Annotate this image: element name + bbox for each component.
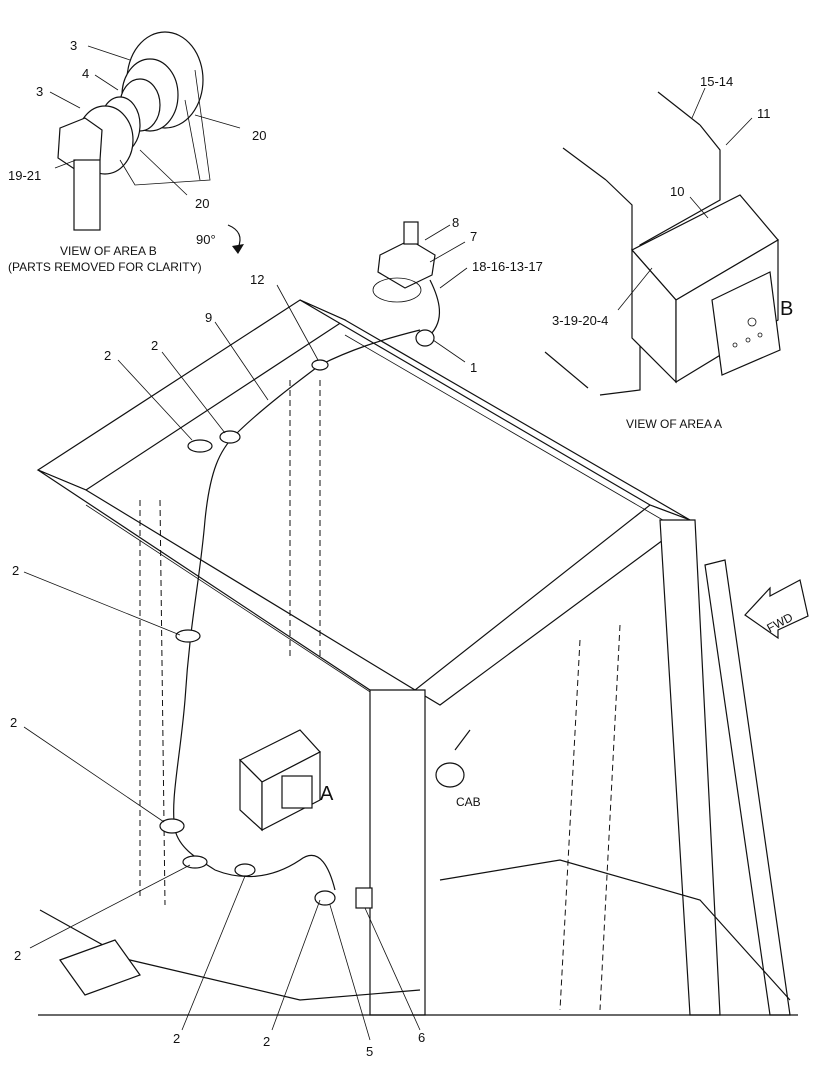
label-11: 11	[757, 106, 771, 121]
label-20-right: 20	[252, 128, 266, 143]
label-8: 8	[452, 215, 459, 230]
label-2: 2	[263, 1034, 270, 1049]
view-b-caption: VIEW OF AREA B	[60, 244, 157, 258]
wiring-harness	[159, 329, 421, 906]
cab-frame	[36, 299, 798, 1016]
label-5: 5	[366, 1044, 373, 1059]
captions: VIEW OF AREA B (PARTS REMOVED FOR CLARIT…	[8, 232, 722, 431]
label-3-top: 3	[70, 38, 77, 53]
label-15-14: 15-14	[700, 74, 733, 89]
view-b-subcaption: (PARTS REMOVED FOR CLARITY)	[8, 260, 202, 274]
label-20-bottom: 20	[195, 196, 209, 211]
label-2: 2	[104, 348, 111, 363]
leader-lines	[23, 45, 753, 1041]
label-3-mid: 3	[36, 84, 43, 99]
label-1: 1	[470, 360, 477, 375]
view-area-b-inset	[57, 31, 244, 254]
forward-arrow	[744, 579, 809, 640]
label-3-19-20-4: 3-19-20-4	[552, 313, 608, 328]
label-19-21: 19-21	[8, 168, 41, 183]
area-a-marker: A	[320, 783, 334, 805]
label-2: 2	[12, 563, 19, 578]
label-2: 2	[10, 715, 17, 730]
cab-fitting	[435, 729, 471, 788]
label-2: 2	[173, 1031, 180, 1046]
label-9: 9	[205, 310, 212, 325]
label-6: 6	[418, 1030, 425, 1045]
area-b-marker: B	[780, 298, 793, 320]
label-4: 4	[82, 66, 89, 81]
view-area-a-inset	[544, 91, 781, 396]
label-7: 7	[470, 229, 477, 244]
rotation-label: 90°	[196, 232, 216, 247]
dome-lamp-assembly	[372, 221, 441, 347]
part-labels: 3 4 3 19-21 20 20 8 7 18-16-13-17 12 9 1…	[8, 38, 771, 1059]
label-2: 2	[151, 338, 158, 353]
label-10: 10	[670, 184, 684, 199]
bracket	[355, 887, 373, 909]
relay-module	[238, 729, 321, 832]
view-a-caption: VIEW OF AREA A	[626, 417, 722, 431]
label-2: 2	[14, 948, 21, 963]
label-12: 12	[250, 272, 264, 287]
cab-label: CAB	[456, 795, 481, 809]
label-18-16-13-17: 18-16-13-17	[472, 259, 543, 274]
